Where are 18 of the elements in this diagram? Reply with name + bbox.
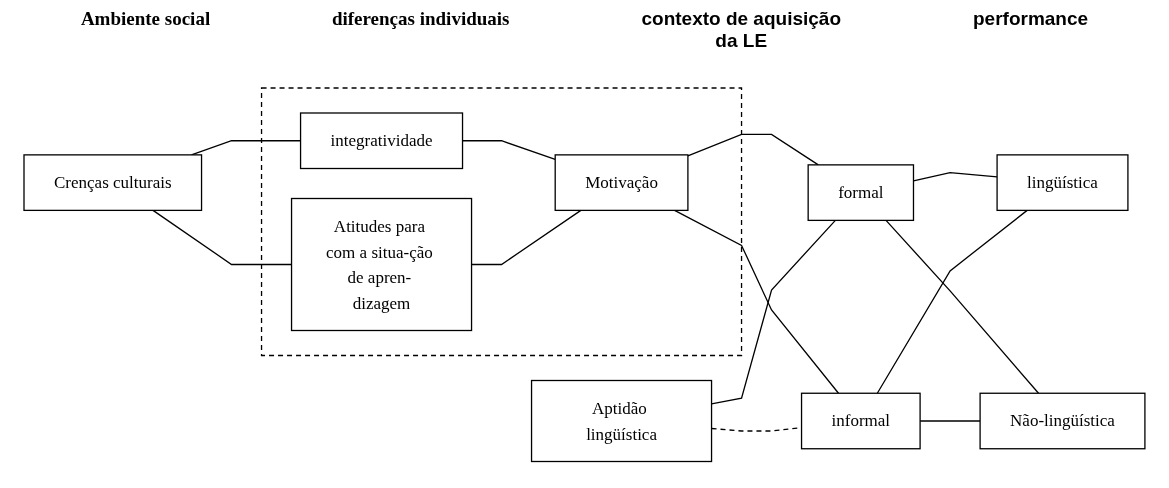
connector [876,210,1028,395]
node-box: Motivação [554,154,689,212]
connector [885,220,1040,395]
node-box: Aptidão lingüística [530,380,713,463]
column-heading: Ambiente social [80,8,211,30]
node-box: Atitudes para com a situa-ção de apren- dizagem [290,198,473,332]
node-box: informal [800,392,921,450]
node-box: integratividade [299,112,464,170]
node-box: lingüística [996,154,1129,212]
column-heading: performance [973,8,1089,30]
cluster [260,87,743,357]
node-box: Crenças culturais [23,154,203,212]
connector [674,210,840,395]
node-box: Não-lingüística [979,392,1146,450]
node-box: formal [807,164,915,222]
connector [687,134,819,166]
column-heading: diferenças individuais [331,8,510,30]
column-heading: contexto de aquisição da LE [640,8,842,52]
